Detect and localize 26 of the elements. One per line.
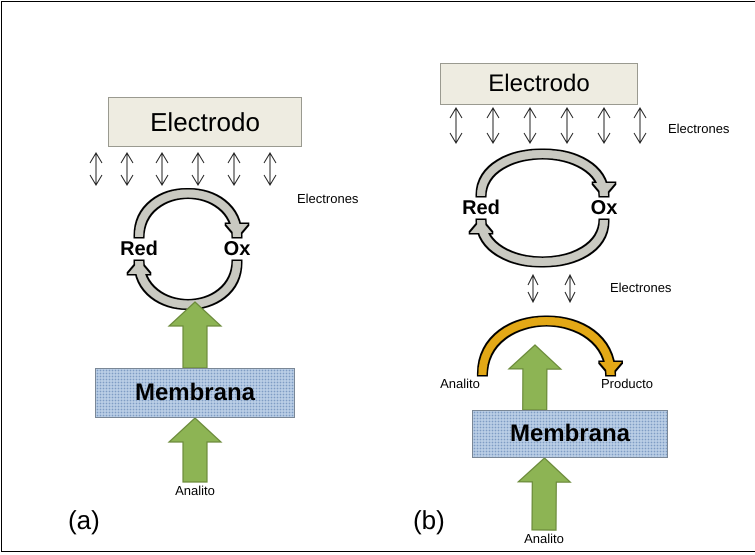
analyte-label: Analito	[512, 530, 576, 547]
species-label: Red	[116, 237, 162, 261]
electron-label: Electrones	[297, 191, 358, 206]
species-label: Ox	[585, 196, 623, 220]
block-arrow	[167, 417, 223, 483]
analyte-label: Analito	[163, 482, 227, 499]
electron-label: Electrones	[610, 280, 672, 295]
panel-label: (b)	[413, 505, 445, 536]
electrode-box: Electrodo	[108, 97, 302, 147]
species-label: Red	[458, 196, 504, 220]
curved-arrow	[130, 260, 241, 308]
block-arrow	[516, 457, 572, 531]
curved-arrow	[472, 219, 608, 266]
electron-label: Electrones	[668, 121, 730, 136]
block-arrow	[507, 344, 562, 411]
curved-arrow	[478, 317, 620, 376]
block-arrow	[167, 301, 223, 369]
membrane-box: Membrana	[95, 368, 295, 418]
analyte-label: Analito	[428, 375, 492, 392]
product-label: Producto	[586, 375, 668, 392]
membrane-box: Membrana	[472, 410, 668, 458]
curved-arrow	[135, 190, 246, 238]
panel-label: (a)	[68, 505, 100, 536]
species-label: Ox	[218, 237, 256, 261]
electrode-box: Electrodo	[440, 63, 638, 105]
curved-arrow	[477, 150, 612, 197]
